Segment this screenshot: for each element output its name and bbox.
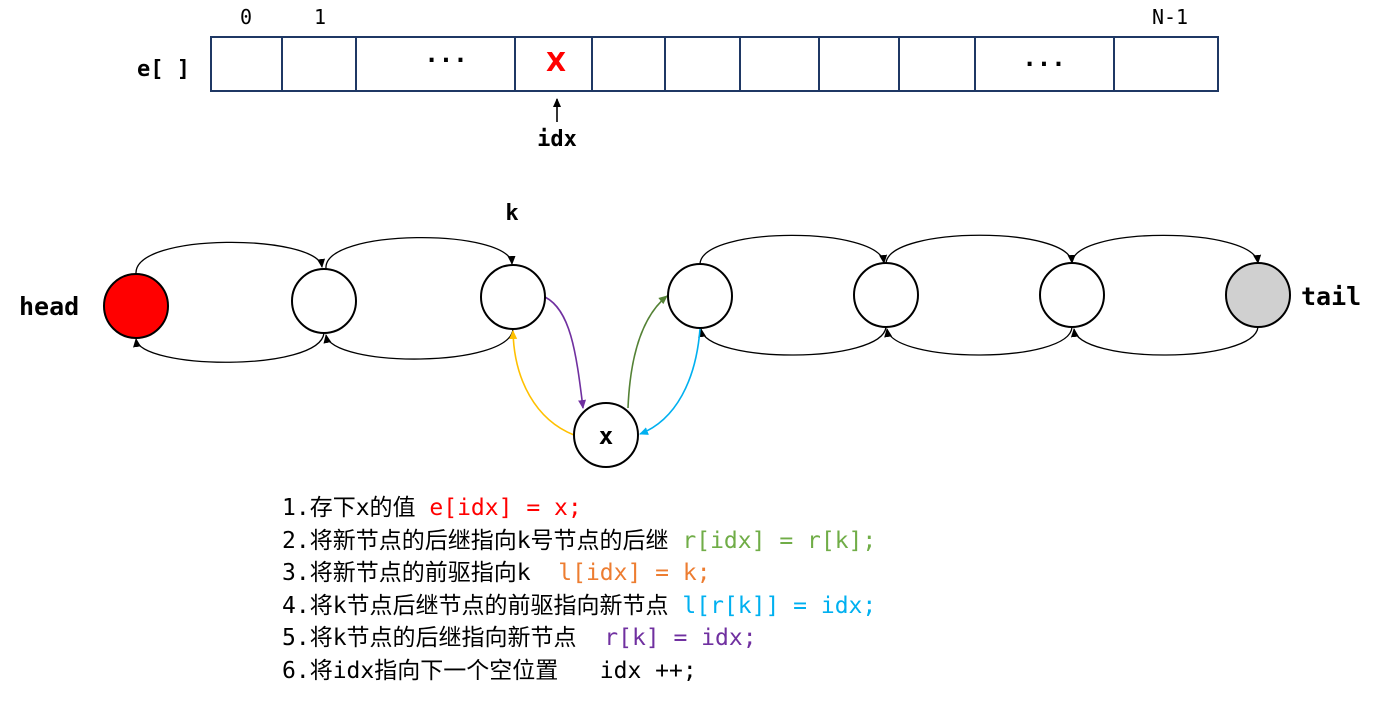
- array-highlight-value: X: [546, 48, 566, 78]
- arrow-x-prev-to-k: [509, 330, 575, 436]
- link-forward: [135, 241, 325, 275]
- array-index-0: 0: [240, 5, 252, 29]
- step-text: 6.将idx指向下一个空位置: [282, 657, 600, 684]
- step-text: 1.存下x的值: [282, 495, 430, 521]
- list-node: [1039, 262, 1105, 328]
- step-code: r[idx] = r[k];: [682, 527, 877, 554]
- step-text: 2.将新节点的后继指向k号节点的后继: [282, 527, 683, 554]
- link-backward: [884, 326, 1073, 356]
- array-ellipsis-left: ...: [424, 40, 467, 68]
- link-forward: [325, 236, 516, 270]
- array-index-last: N-1: [1152, 5, 1188, 29]
- step-item: 5.将k节点的后继指向新节点 r[k] = idx;: [282, 622, 876, 655]
- step-text: 3.将新节点的前驱指向k: [282, 560, 559, 587]
- head-node: [103, 273, 169, 339]
- arrow-k-next-to-x: [544, 296, 587, 409]
- list-links: [133, 234, 1262, 363]
- tail-label: tail: [1301, 282, 1361, 311]
- link-backward: [1070, 326, 1259, 356]
- step-code: l[idx] = k;: [558, 560, 711, 587]
- link-backward: [133, 332, 325, 363]
- arrow-rk-prev-to-x: [639, 328, 701, 435]
- link-forward: [1071, 234, 1262, 265]
- new-node-label: x: [599, 422, 613, 450]
- head-label: head: [19, 292, 79, 321]
- k-label: k: [505, 201, 518, 226]
- insertion-steps: 1.存下x的值 e[idx] = x; 2.将新节点的后继指向k号节点的后继 r…: [282, 492, 876, 688]
- list-node: [853, 262, 919, 328]
- k-node: [480, 264, 546, 330]
- tail-node: [1225, 262, 1291, 328]
- step-code: e[idx] = x;: [429, 495, 582, 521]
- step-code: r[k] = idx;: [604, 625, 757, 652]
- arrow-x-next-to-rk: [627, 295, 668, 409]
- step-code: l[r[k]] = idx;: [682, 592, 877, 619]
- step-code: idx ++;: [599, 657, 697, 684]
- step-item: 1.存下x的值 e[idx] = x;: [282, 492, 876, 525]
- idx-pointer-label: idx: [537, 127, 577, 152]
- array-frame: [210, 36, 1219, 92]
- list-node: [667, 263, 733, 329]
- link-backward: [323, 328, 514, 360]
- link-forward: [699, 234, 888, 265]
- list-node: [291, 268, 357, 334]
- array-ellipsis-right: ...: [1022, 44, 1065, 72]
- array-cells: [210, 36, 1219, 92]
- new-node: [573, 402, 639, 468]
- step-item: 4.将k节点后继节点的前驱指向新节点 l[r[k]] = idx;: [282, 590, 876, 623]
- link-forward: [885, 234, 1076, 264]
- step-text: 5.将k节点的后继指向新节点: [282, 625, 605, 652]
- array-label: e[ ]: [137, 57, 190, 82]
- step-text: 4.将k节点后继节点的前驱指向新节点: [282, 592, 683, 619]
- array-index-1: 1: [314, 5, 326, 29]
- step-item: 6.将idx指向下一个空位置 idx ++;: [282, 655, 876, 688]
- step-item: 3.将新节点的前驱指向k l[idx] = k;: [282, 557, 876, 590]
- step-item: 2.将新节点的后继指向k号节点的后继 r[idx] = r[k];: [282, 525, 876, 558]
- link-backward: [698, 326, 887, 356]
